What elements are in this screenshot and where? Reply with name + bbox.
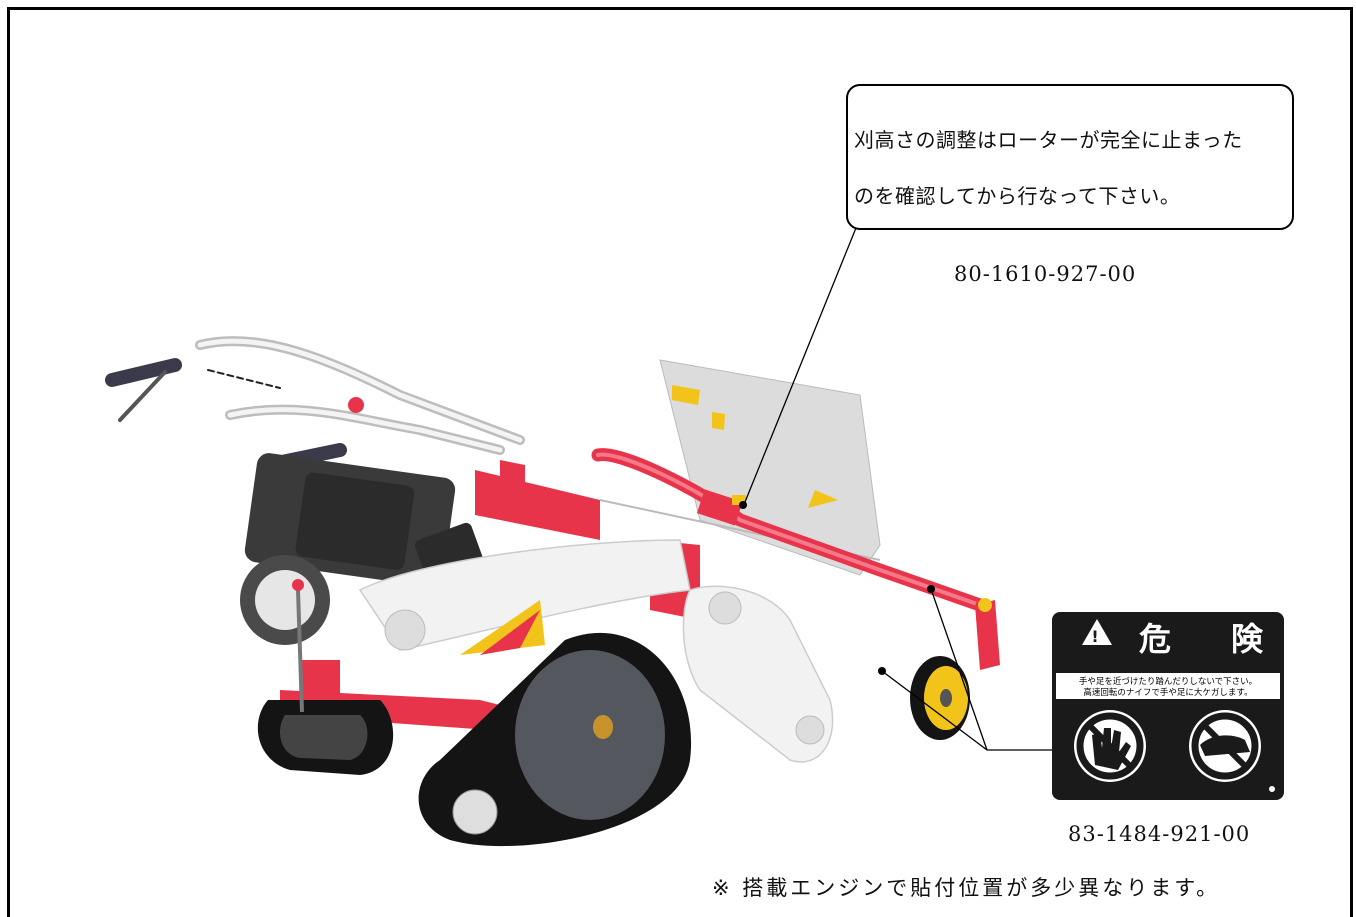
page-border xyxy=(7,7,1353,917)
footnote: ※ 搭載エンジンで貼付位置が多少異なります。 xyxy=(712,876,1221,900)
no-hand-icon xyxy=(1074,710,1146,782)
danger-pointer-dot-lower xyxy=(878,667,886,675)
side-cover xyxy=(358,539,834,763)
danger-part-number: 83-1484-921-00 xyxy=(1068,822,1251,846)
danger-decal: ! 危 険 手や足を近づけたり踏んだりしないで下さい。 高速回転のナイフで手や足… xyxy=(1052,612,1284,800)
callout-text-line1: 刈高さの調整はローターが完全に止まった xyxy=(854,128,1243,152)
callout-box: 刈高さの調整はローターが完全に止まった のを確認してから行なって下さい。 xyxy=(846,84,1294,230)
danger-text-line2: 高速回転のナイフで手や足に大ケガします。 xyxy=(1083,687,1252,698)
callout-leader-line xyxy=(744,222,859,503)
danger-text-line1: 手や足を近づけたり踏んだりしないで下さい。 xyxy=(1079,676,1257,687)
callout-text-line2: のを確認してから行なって下さい。 xyxy=(854,184,1181,208)
danger-heading-right: 険 xyxy=(1231,620,1264,658)
crawler-track-right xyxy=(418,632,692,847)
callout-pointer-dot xyxy=(739,501,747,509)
danger-heading-left: 危 xyxy=(1139,620,1171,658)
gauge-wheel xyxy=(910,598,1000,740)
svg-text:!: ! xyxy=(1091,627,1098,646)
warning-triangle-icon xyxy=(1082,619,1112,645)
no-foot-icon xyxy=(1189,710,1261,782)
danger-pointer-dot-upper xyxy=(927,585,935,593)
handlebar xyxy=(105,336,525,469)
crawler-track-left xyxy=(257,700,394,775)
danger-leader-lines xyxy=(881,588,1052,751)
callout-part-number: 80-1610-927-00 xyxy=(954,262,1137,286)
shift-lever xyxy=(292,579,304,713)
